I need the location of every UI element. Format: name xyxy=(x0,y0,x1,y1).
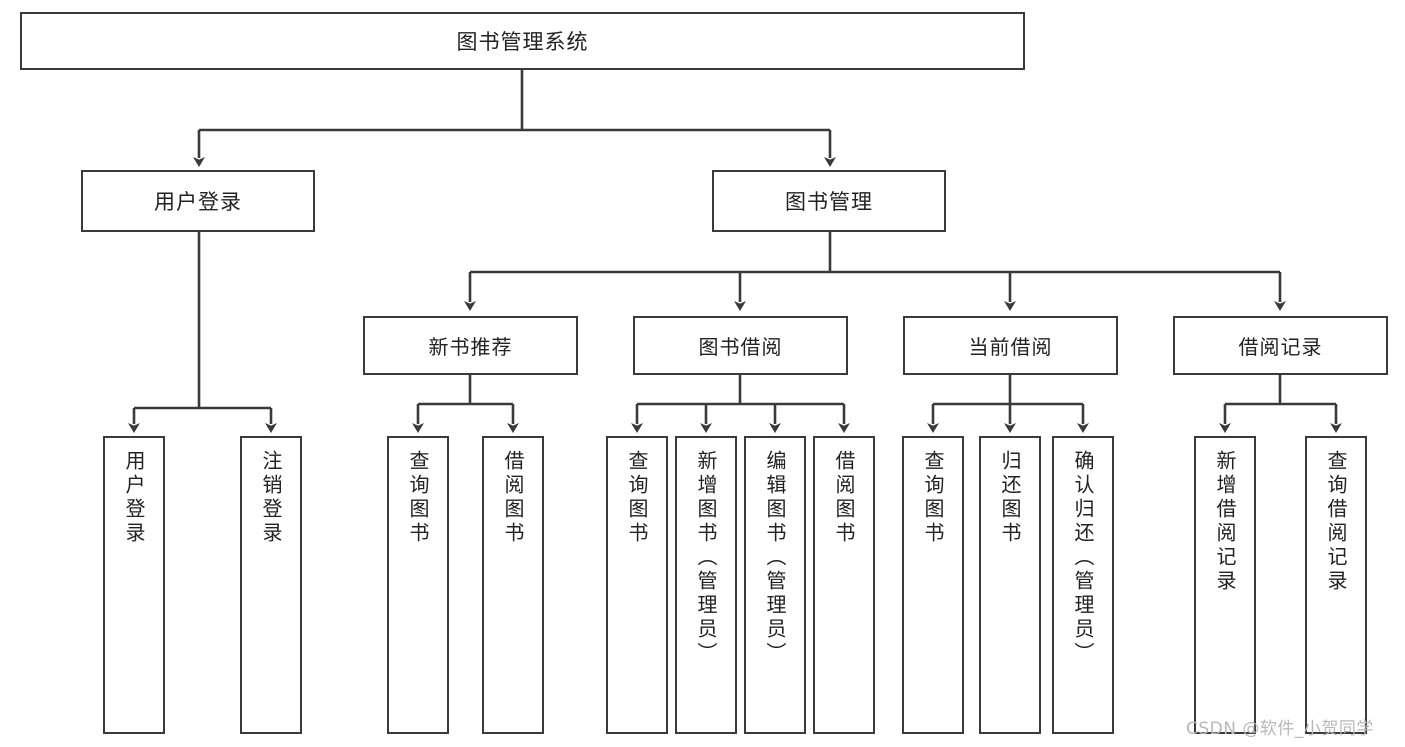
leaf-user-login[interactable]: 用户登录 xyxy=(103,436,165,734)
leaf-borrow-edit-book-admin[interactable]: 编辑图书（管理员） xyxy=(744,436,806,734)
leaf-record-query-record[interactable]: 查询借阅记录 xyxy=(1305,436,1367,734)
node-user-login[interactable]: 用户登录 xyxy=(81,170,315,232)
node-label: 查询借阅记录 xyxy=(1324,450,1348,594)
node-book-borrow[interactable]: 图书借阅 xyxy=(633,316,848,375)
node-label: 用户登录 xyxy=(122,450,146,546)
node-label: 用户登录 xyxy=(154,190,242,214)
node-label: 借阅图书 xyxy=(832,450,856,546)
leaf-borrow-query-book[interactable]: 查询图书 xyxy=(606,436,668,734)
node-new-book-recommend[interactable]: 新书推荐 xyxy=(363,316,578,375)
leaf-current-return-book[interactable]: 归还图书 xyxy=(979,436,1041,734)
leaf-recommend-borrow-book[interactable]: 借阅图书 xyxy=(482,436,544,734)
leaf-user-logout[interactable]: 注销登录 xyxy=(240,436,302,734)
node-borrow-record[interactable]: 借阅记录 xyxy=(1173,316,1388,375)
node-root-system[interactable]: 图书管理系统 xyxy=(20,12,1025,70)
node-label: 查询图书 xyxy=(625,450,649,546)
node-label: 归还图书 xyxy=(998,450,1022,546)
node-label: 新书推荐 xyxy=(428,335,513,359)
node-label: 图书借阅 xyxy=(698,335,783,359)
node-label: 新增图书（管理员） xyxy=(694,450,718,666)
leaf-record-add-record[interactable]: 新增借阅记录 xyxy=(1194,436,1256,734)
leaf-borrow-add-book-admin[interactable]: 新增图书（管理员） xyxy=(675,436,737,734)
node-label: 确认归还（管理员） xyxy=(1071,450,1095,666)
leaf-current-confirm-return-admin[interactable]: 确认归还（管理员） xyxy=(1052,436,1114,734)
node-label: 注销登录 xyxy=(259,450,283,546)
node-label: 当前借阅 xyxy=(968,335,1053,359)
node-label: 查询图书 xyxy=(406,450,430,546)
watermark: CSDN @软件_小贺同学 xyxy=(1186,719,1374,739)
leaf-current-query-book[interactable]: 查询图书 xyxy=(902,436,964,734)
node-label: 查询图书 xyxy=(921,450,945,546)
leaf-borrow-borrow-book[interactable]: 借阅图书 xyxy=(813,436,875,734)
node-label: 新增借阅记录 xyxy=(1213,450,1237,594)
leaf-recommend-query-book[interactable]: 查询图书 xyxy=(387,436,449,734)
node-label: 图书管理 xyxy=(785,190,873,214)
node-label: 编辑图书（管理员） xyxy=(763,450,787,666)
node-label: 借阅记录 xyxy=(1238,335,1323,359)
node-label: 借阅图书 xyxy=(501,450,525,546)
node-current-borrow[interactable]: 当前借阅 xyxy=(903,316,1118,375)
node-label: 图书管理系统 xyxy=(456,30,589,54)
node-book-management[interactable]: 图书管理 xyxy=(712,170,946,232)
